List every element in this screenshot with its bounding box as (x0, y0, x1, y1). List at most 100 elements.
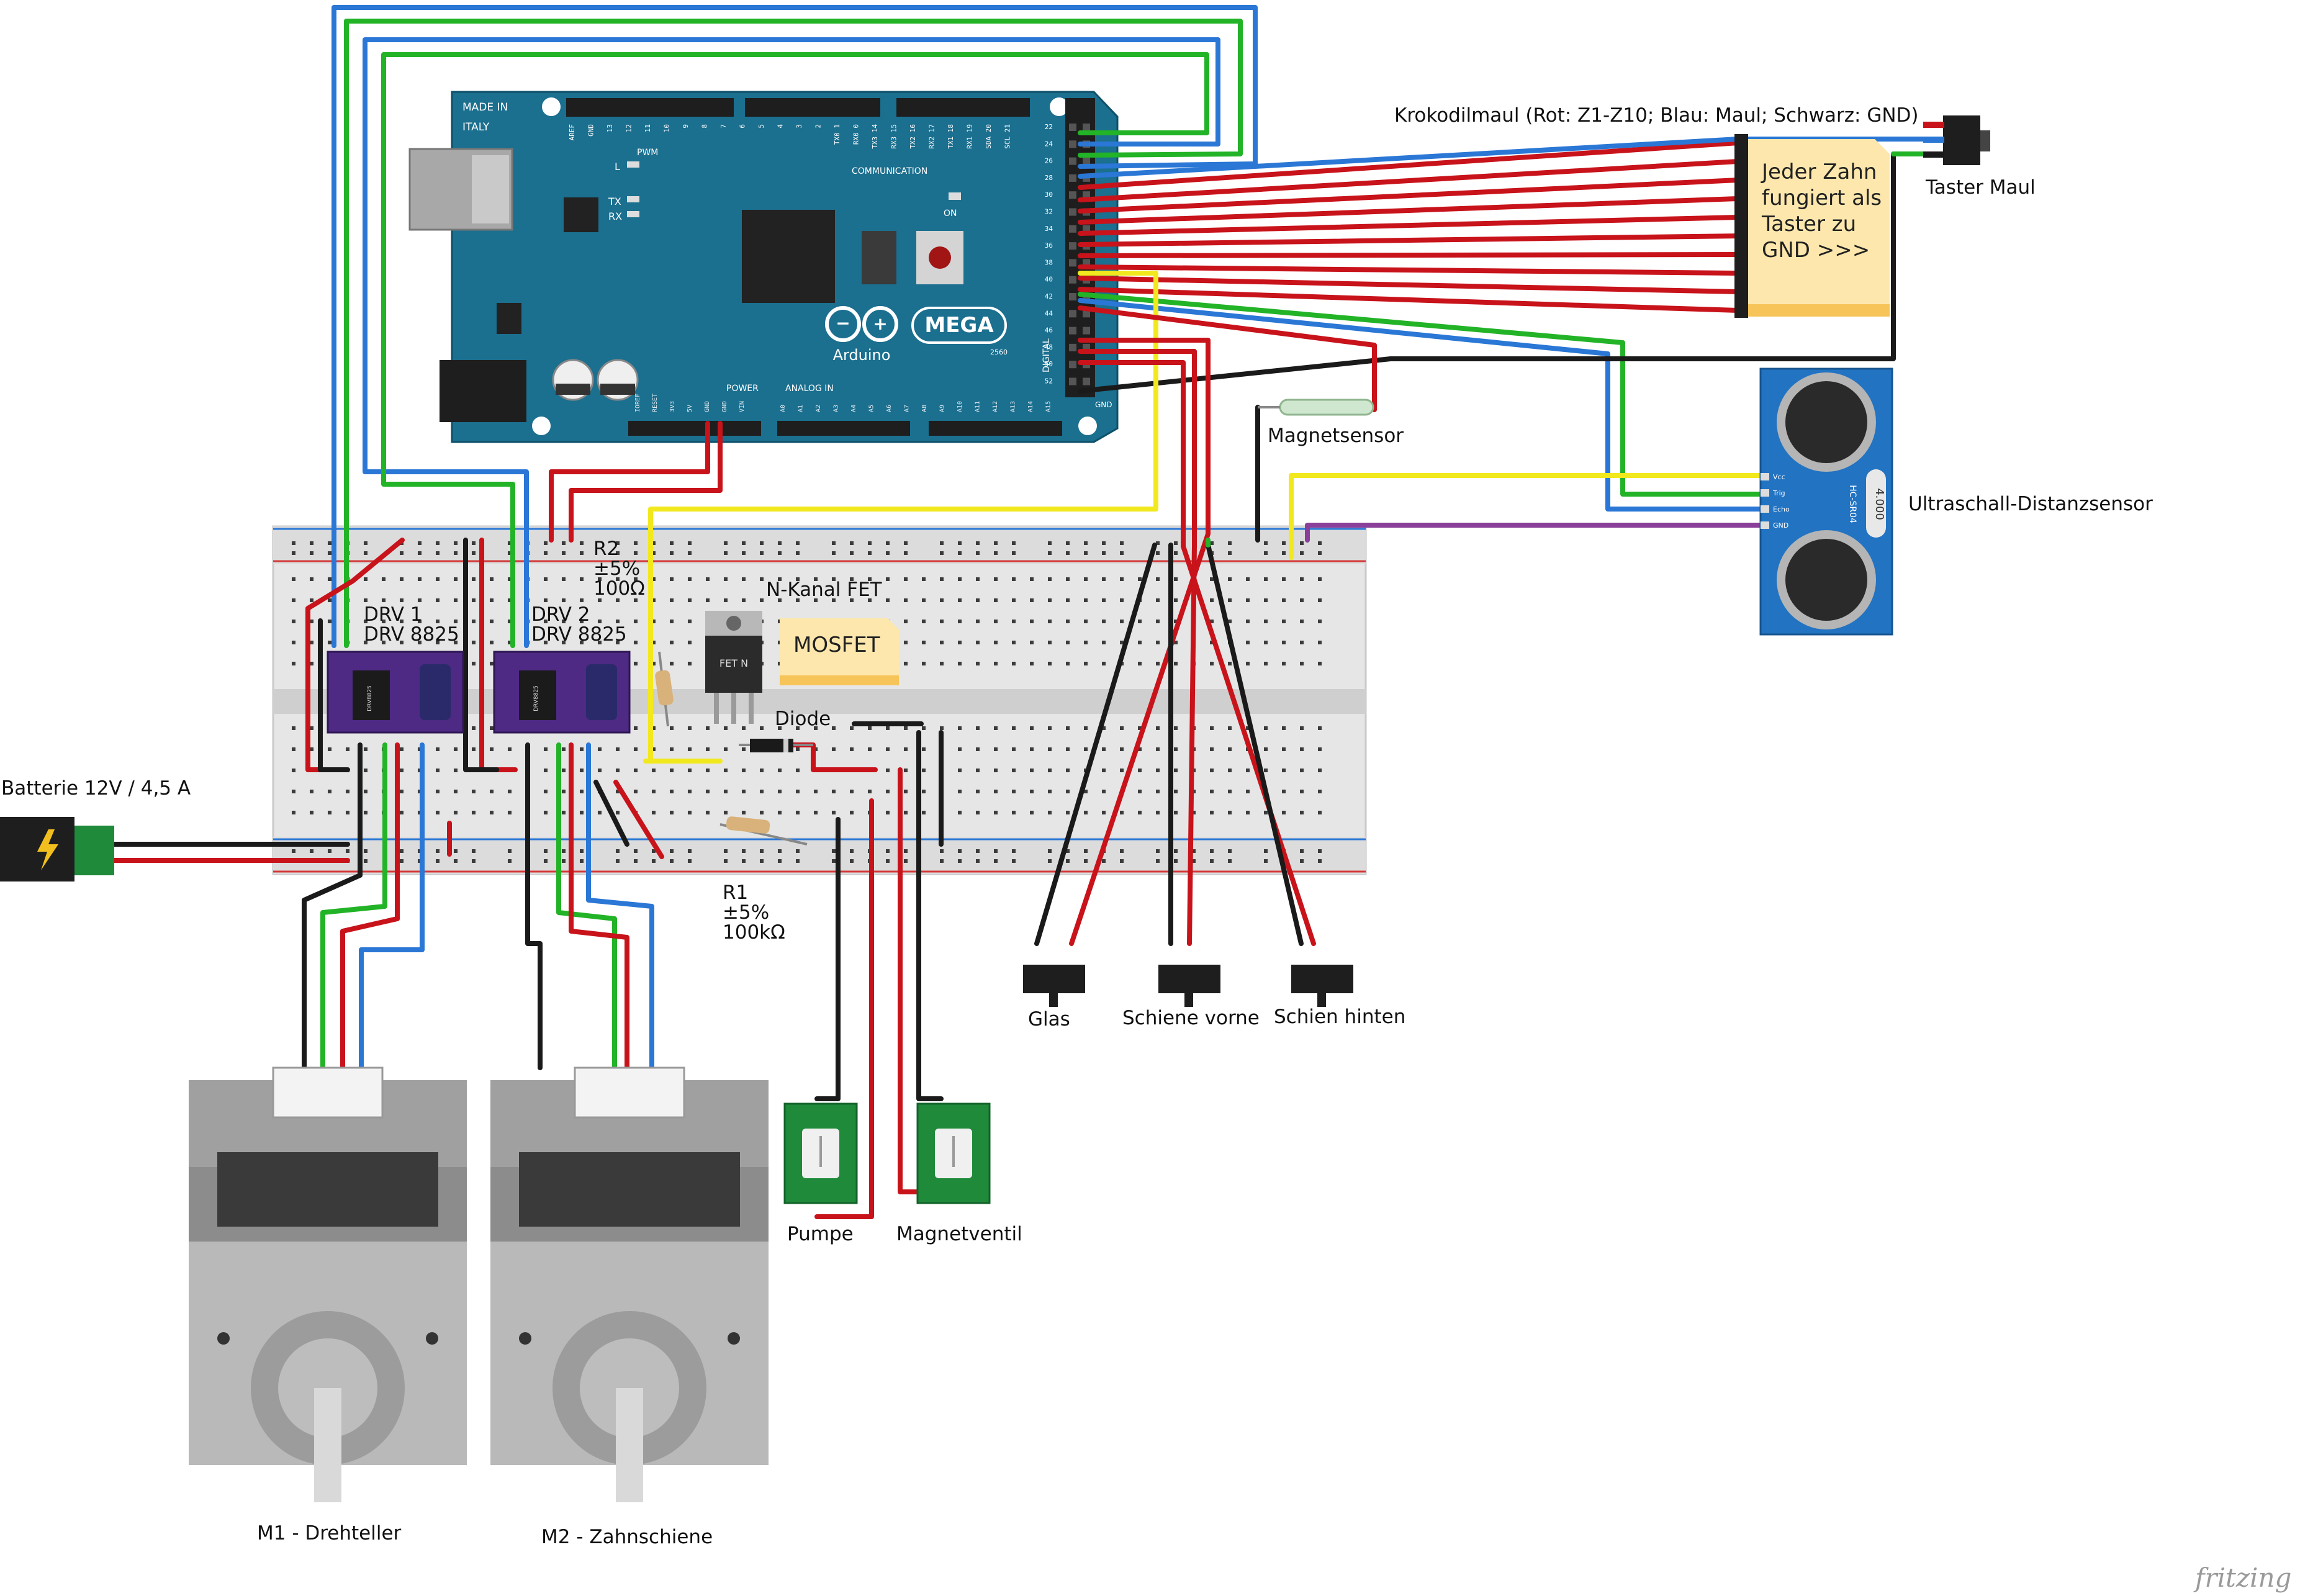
hole (976, 641, 980, 644)
hole (562, 641, 566, 644)
rail-hole (436, 849, 440, 853)
hole (472, 790, 476, 793)
hole (1030, 769, 1034, 772)
hole (1012, 620, 1016, 623)
arduino-brand: Arduino (833, 346, 891, 364)
hole (1138, 811, 1142, 814)
hole (814, 577, 818, 581)
arduino-analog-pin-label: A5 (868, 405, 875, 412)
hole (670, 662, 674, 665)
hole (814, 811, 818, 814)
rail-hole (616, 541, 620, 545)
hole (850, 811, 854, 814)
hole (562, 769, 566, 772)
rail-hole (310, 849, 313, 853)
hole (1318, 811, 1322, 814)
rail-hole (760, 541, 764, 545)
hole (796, 790, 800, 793)
hole (1228, 747, 1232, 751)
rail-hole (1156, 859, 1160, 863)
hole (310, 598, 313, 602)
hole (562, 598, 566, 602)
hole (1102, 811, 1106, 814)
hole (958, 769, 962, 772)
hole (1120, 577, 1124, 581)
hole (1264, 747, 1268, 751)
hole (580, 790, 584, 793)
hole (742, 598, 746, 602)
arduino-right-pin-label: 30 (1045, 191, 1053, 199)
rail-hole (1156, 541, 1160, 545)
hole (670, 641, 674, 644)
hole (292, 641, 295, 644)
hole (1300, 747, 1304, 751)
hole (1030, 747, 1034, 751)
hole (994, 598, 998, 602)
hole (1084, 577, 1088, 581)
hole (1318, 620, 1322, 623)
rail-hole (562, 849, 566, 853)
hole (292, 747, 295, 751)
arduino-top-pin-label: RX3 15 (890, 124, 898, 149)
hole (688, 769, 692, 772)
arduino-pin (1069, 225, 1076, 233)
wires (109, 5, 1933, 1219)
hole (328, 598, 331, 602)
rail-hole (472, 541, 476, 545)
hole (868, 577, 872, 581)
rail-hole (1084, 551, 1088, 555)
rail-hole (778, 541, 782, 545)
hole (634, 577, 638, 581)
hole (490, 598, 494, 602)
rail-hole (1174, 859, 1178, 863)
hole (454, 790, 458, 793)
switch-schiene-vorne (1158, 965, 1220, 1007)
hole (454, 641, 458, 644)
hole (688, 726, 692, 730)
rail-hole (796, 541, 800, 545)
rail-hole (1102, 541, 1106, 545)
hole (1246, 641, 1250, 644)
rail-hole (1120, 541, 1124, 545)
rail-hole (958, 849, 962, 853)
hole (760, 726, 764, 730)
hole (1012, 641, 1016, 644)
rail-hole (292, 541, 295, 545)
drv2-chip-text: DRV8825 (533, 685, 539, 711)
hole (1246, 726, 1250, 730)
battery-jack (0, 817, 114, 881)
hole (1084, 620, 1088, 623)
hole (1174, 620, 1178, 623)
rail-hole (904, 551, 908, 555)
hole (706, 577, 710, 581)
arduino-top-pin-label: TX3 14 (871, 124, 879, 149)
label-r1-tol: ±5% (723, 901, 769, 924)
rail-hole (1174, 551, 1178, 555)
arduino-logo (825, 306, 898, 342)
rail-hole (1228, 859, 1232, 863)
arduino-right-pin-label: 40 (1045, 276, 1053, 284)
hole (868, 790, 872, 793)
switch-glas (1023, 965, 1085, 1007)
hole (670, 726, 674, 730)
hole (760, 790, 764, 793)
hole (994, 641, 998, 644)
hole (994, 811, 998, 814)
hole (742, 769, 746, 772)
hole (1282, 662, 1286, 665)
hole (1084, 726, 1088, 730)
hole (904, 598, 908, 602)
hole (778, 598, 782, 602)
hole (1012, 790, 1016, 793)
rail-hole (454, 551, 458, 555)
rail-hole (886, 859, 890, 863)
rail-hole (886, 849, 890, 853)
hole (310, 662, 313, 665)
led-l-label: L (615, 161, 620, 173)
rail-hole (1192, 849, 1196, 853)
rail-hole (976, 551, 980, 555)
hole (544, 747, 548, 751)
hole (508, 747, 512, 751)
hole (652, 811, 656, 814)
